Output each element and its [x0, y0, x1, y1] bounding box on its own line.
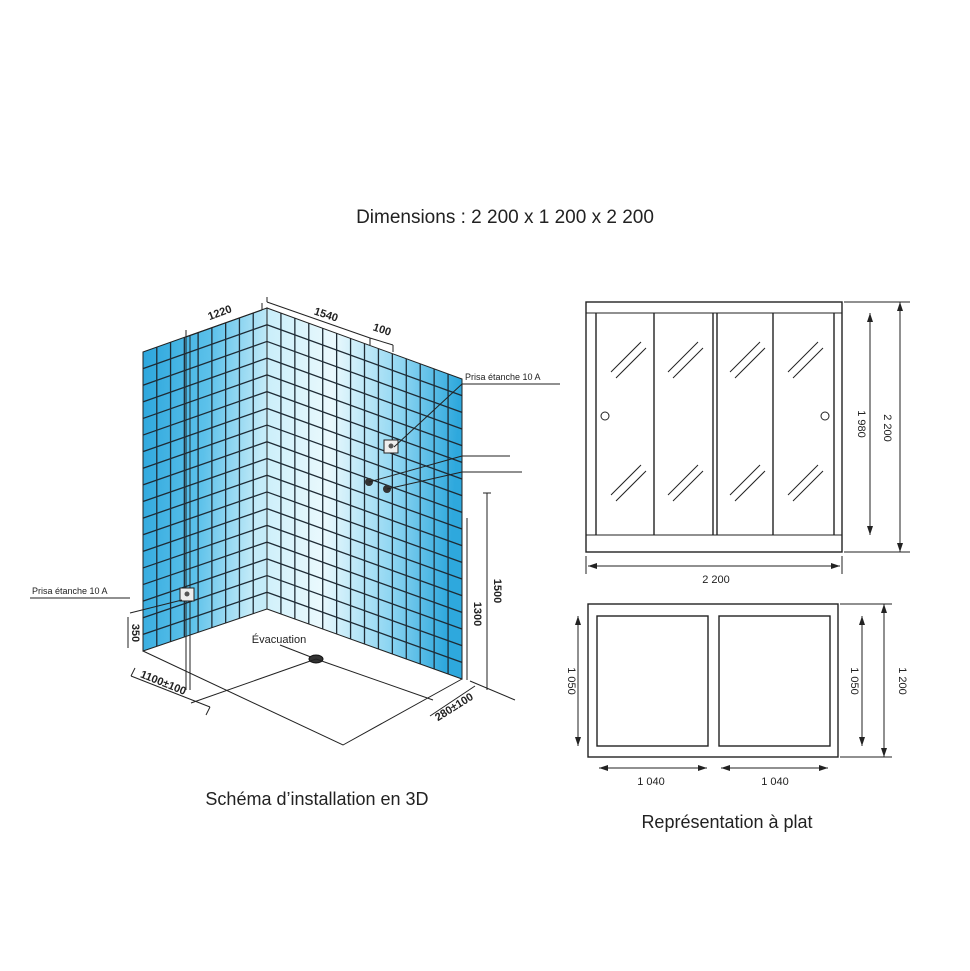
water-connections — [365, 455, 522, 493]
drain-label: Évacuation — [252, 633, 306, 646]
front-height-inner: 1 980 — [855, 410, 867, 438]
floor-outline — [142, 650, 463, 746]
diagram-title: Dimensions : 2 200 x 1 200 x 2 200 — [356, 207, 654, 228]
flat-view-caption: Représentation à plat — [641, 812, 812, 832]
schema-3d: 1220 1540 100 Prisa étanche 10 A — [30, 297, 560, 809]
top-depth-left: 1 050 — [565, 667, 577, 695]
top-depth-outer: 1 200 — [896, 667, 908, 695]
top-width-left: 1 040 — [637, 776, 665, 788]
dim-floor-right: 280±100 — [433, 691, 476, 724]
top-width-right: 1 040 — [761, 776, 789, 788]
socket-right — [383, 383, 560, 454]
front-width: 2 200 — [702, 574, 730, 586]
dim-left-height: 350 — [129, 624, 141, 642]
front-dimensions — [585, 301, 910, 574]
dim-top-left: 1220 — [206, 303, 233, 323]
top-dimensions-flat — [575, 603, 892, 771]
schema-3d-caption: Schéma d’installation en 3D — [205, 789, 428, 809]
front-height-outer: 2 200 — [881, 414, 893, 442]
drain — [190, 644, 434, 704]
socket-left — [30, 587, 195, 614]
flat-view: 1 980 2 200 2 200 — [565, 301, 910, 832]
right-wall-grout — [266, 313, 463, 674]
dim-height-2: 1500 — [491, 579, 503, 603]
dim-top-right: 1540 — [312, 306, 339, 325]
door-handle-left — [600, 411, 610, 421]
top-view — [587, 603, 839, 758]
top-depth-inner: 1 050 — [848, 667, 860, 695]
door-handle-right — [820, 411, 830, 421]
dim-floor-left: 1100±100 — [139, 669, 188, 698]
dim-height-1: 1300 — [471, 602, 483, 626]
socket-right-label: Prisa étanche 10 A — [465, 372, 541, 382]
socket-left-label: Prisa étanche 10 A — [32, 586, 108, 596]
left-wall-grout — [142, 312, 268, 647]
dim-top-small: 100 — [371, 322, 392, 339]
top-dimensions — [185, 297, 394, 352]
glass-reflections — [610, 341, 824, 502]
front-view — [585, 301, 843, 553]
floor-dimensions — [130, 667, 516, 717]
